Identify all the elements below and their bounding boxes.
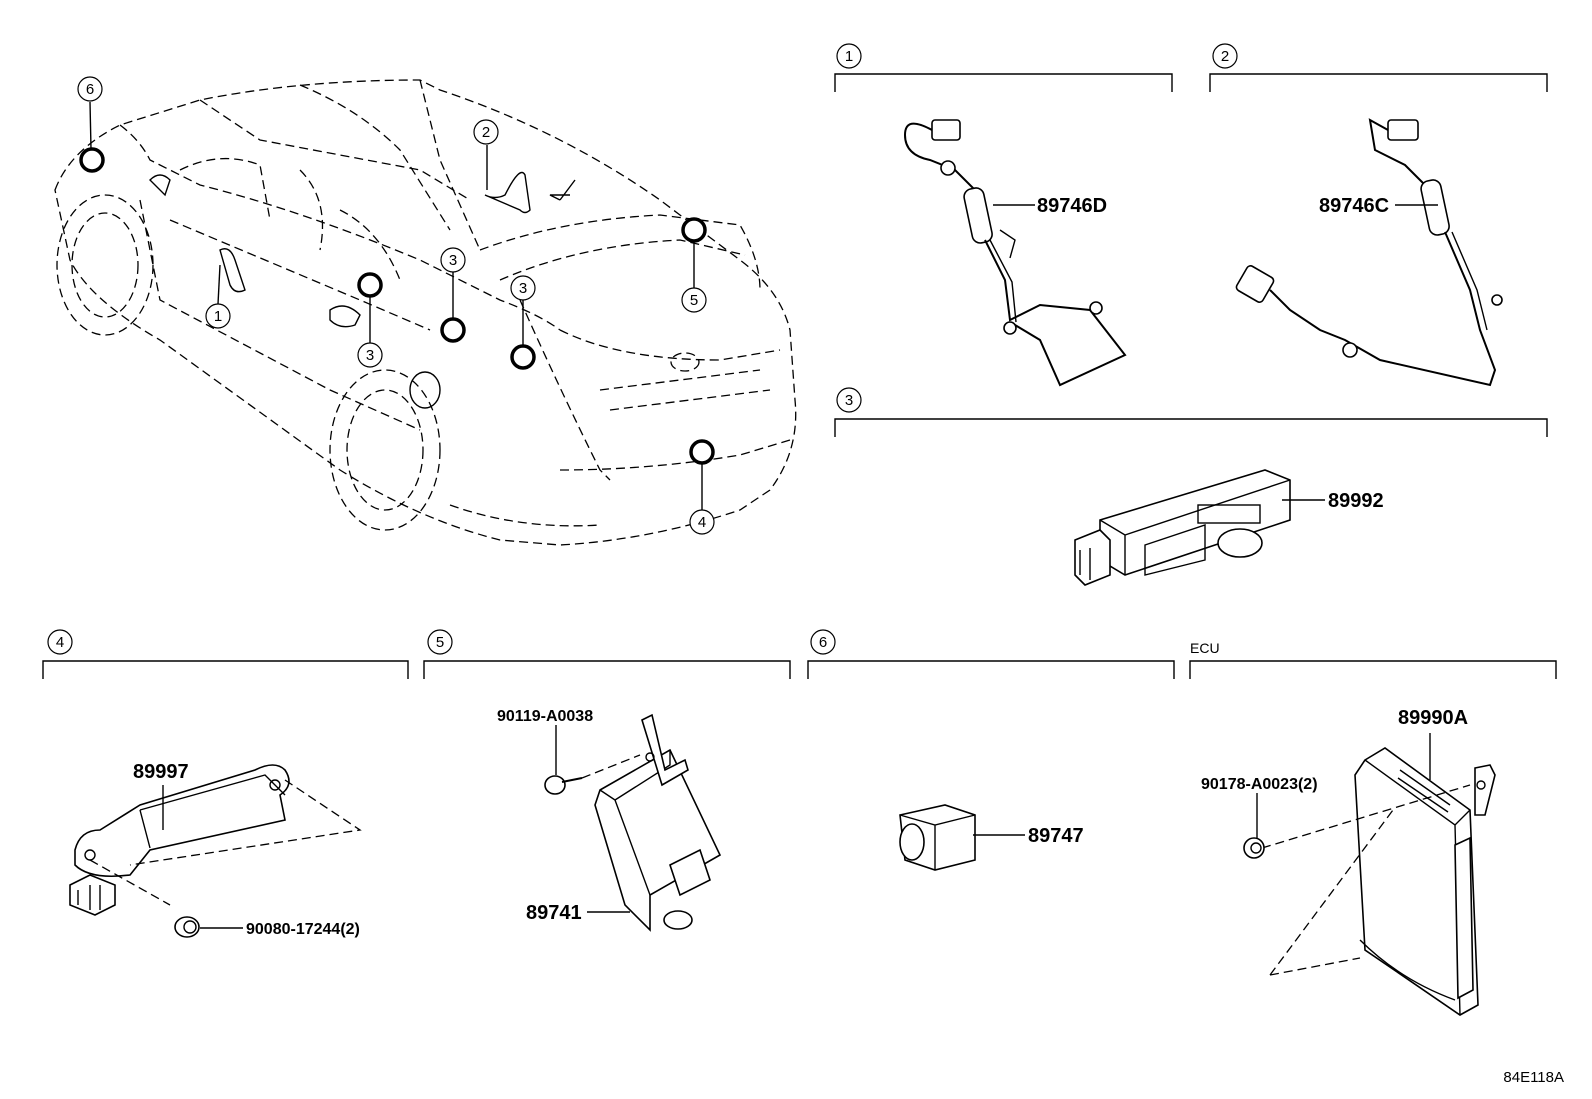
section-3: 3 89992 — [834, 387, 1548, 586]
wire-harness-89746C — [1235, 118, 1503, 387]
callout-4 — [689, 509, 715, 535]
section-3-badge — [836, 387, 862, 413]
section-2: 2 89746C — [1209, 43, 1548, 387]
callout-2 — [473, 119, 499, 145]
callout-6-label: 6 — [86, 81, 94, 98]
callout-4-label: 4 — [698, 514, 706, 531]
part-number-89747: 89747 — [1028, 825, 1084, 847]
callout-3-label: 3 — [449, 252, 457, 269]
location-marker-5 — [681, 217, 707, 243]
part-number-89997: 89997 — [133, 761, 189, 783]
sensor-89747 — [899, 804, 976, 871]
section-1-badge — [836, 43, 862, 69]
section-3-bracket — [834, 418, 1548, 437]
section-5: 5 90119-A0038 89741 — [423, 629, 791, 932]
part-number-89746D: 89746D — [1037, 195, 1107, 217]
section-2-bracket — [1209, 73, 1548, 92]
section-2-number: 2 — [1221, 48, 1229, 65]
section-6-badge — [810, 629, 836, 655]
callout-5 — [681, 287, 707, 313]
section-2-badge — [1212, 43, 1238, 69]
part-number-89990A: 89990A — [1398, 707, 1468, 729]
section-4-bracket — [42, 660, 409, 679]
section-ecu-bracket — [1189, 660, 1557, 679]
section-4-number: 4 — [56, 634, 64, 651]
section-4-badge — [47, 629, 73, 655]
location-marker-6 — [79, 147, 105, 173]
location-marker-3a — [357, 272, 383, 298]
section-4: 4 89997 90080-17244(2) — [42, 629, 409, 938]
callout-5-label: 5 — [690, 292, 698, 309]
callout-3-label: 3 — [366, 347, 374, 364]
ecu-module-89990A — [1243, 747, 1496, 1016]
wire-harness-89746D — [903, 119, 1127, 387]
section-1: 1 89746D — [834, 43, 1173, 387]
section-1-bracket — [834, 73, 1173, 92]
callout-1-label: 1 — [214, 308, 222, 325]
section-5-badge — [427, 629, 453, 655]
receiver-89741 — [544, 713, 722, 932]
antenna-module-89992 — [1074, 469, 1291, 586]
callout-3 — [357, 342, 383, 368]
part-number-89741: 89741 — [526, 902, 582, 924]
location-marker-3b — [440, 317, 466, 343]
antenna-bracket-89997 — [69, 764, 362, 938]
part-number-89746C: 89746C — [1319, 195, 1389, 217]
vehicle-illustration: 6 2 3 3 5 1 3 4 — [54, 76, 797, 546]
ecu-section-label: ECU — [1190, 640, 1220, 656]
part-number-90119-A0038: 90119-A0038 — [497, 708, 593, 725]
section-6-number: 6 — [819, 634, 827, 651]
callout-2-label: 2 — [482, 124, 490, 141]
diagram-code: 84E118A — [1503, 1069, 1564, 1086]
location-marker-4 — [689, 439, 715, 465]
callout-6 — [77, 76, 103, 102]
section-1-number: 1 — [845, 48, 853, 65]
part-number-90080-17244: 90080-17244(2) — [246, 921, 360, 938]
callout-1 — [205, 303, 231, 329]
section-3-number: 3 — [845, 392, 853, 409]
part-number-90178-A0023: 90178-A0023(2) — [1201, 776, 1318, 793]
section-5-number: 5 — [436, 634, 444, 651]
section-6: 6 89747 — [807, 629, 1175, 871]
callout-3 — [440, 247, 466, 273]
section-ecu: ECU 89990A 90178-A0023(2) — [1189, 640, 1557, 1016]
callout-3 — [510, 275, 536, 301]
part-number-89992: 89992 — [1328, 490, 1384, 512]
callout-3-label: 3 — [519, 280, 527, 297]
section-6-bracket — [807, 660, 1175, 679]
section-5-bracket — [423, 660, 791, 679]
location-marker-3c — [510, 344, 536, 370]
